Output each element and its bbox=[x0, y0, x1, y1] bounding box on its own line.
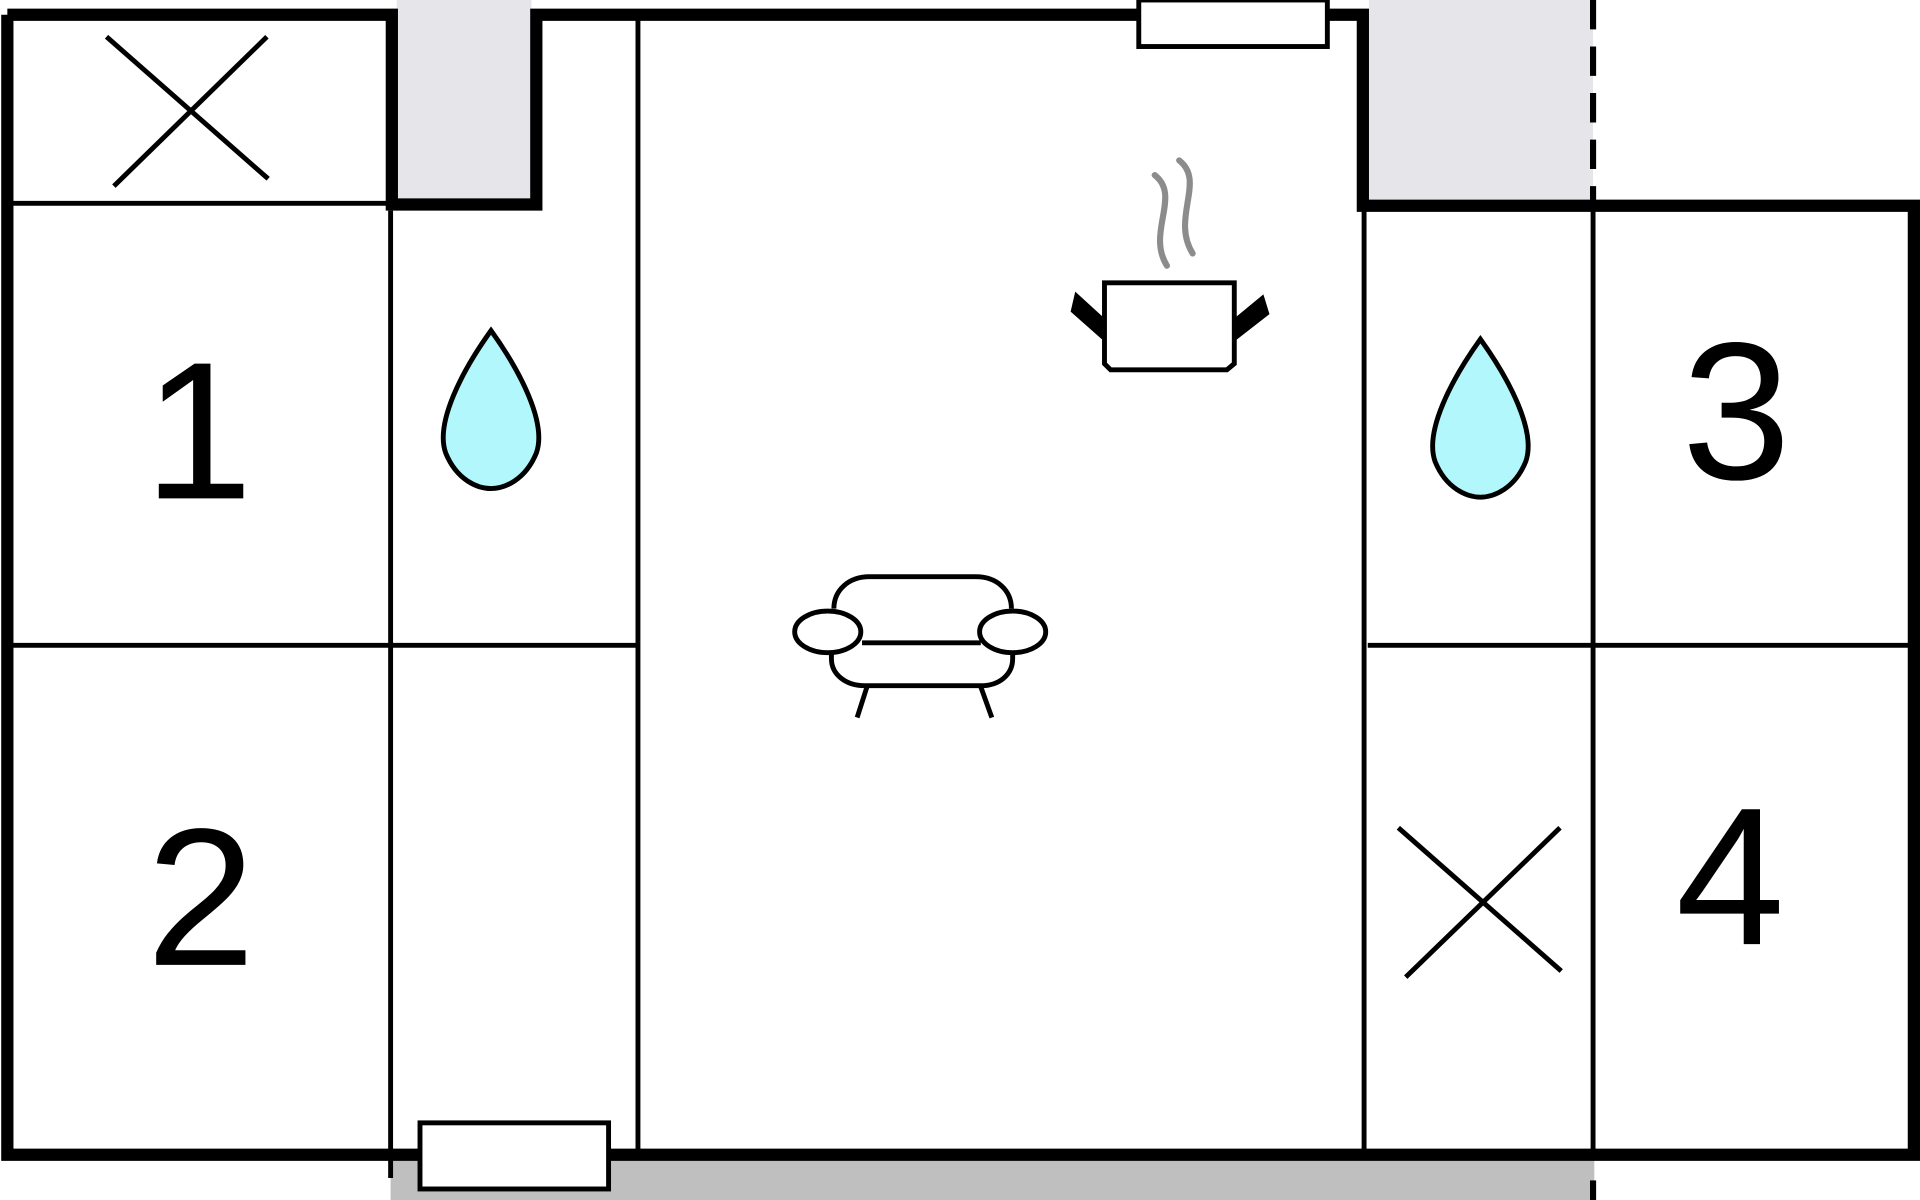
room-number-2: 2 bbox=[146, 788, 255, 1007]
water-drop-icon bbox=[440, 326, 542, 492]
x-cross-icon bbox=[104, 34, 270, 188]
cooking-pot-icon bbox=[1070, 157, 1270, 373]
sofa-icon bbox=[792, 574, 1049, 719]
shaded-niche-right bbox=[1368, 0, 1594, 204]
room-number-4: 4 bbox=[1676, 767, 1785, 986]
outer-walls bbox=[1, 8, 1920, 1161]
water-drop-icon bbox=[1430, 334, 1531, 500]
window-top bbox=[1136, 0, 1330, 49]
room-number-3: 3 bbox=[1682, 302, 1791, 521]
x-cross-icon bbox=[1396, 825, 1563, 979]
shaded-niche-left bbox=[396, 0, 532, 203]
interior-walls bbox=[11, 19, 1911, 1178]
room-number-1: 1 bbox=[144, 321, 253, 540]
window-bottom bbox=[417, 1120, 612, 1192]
